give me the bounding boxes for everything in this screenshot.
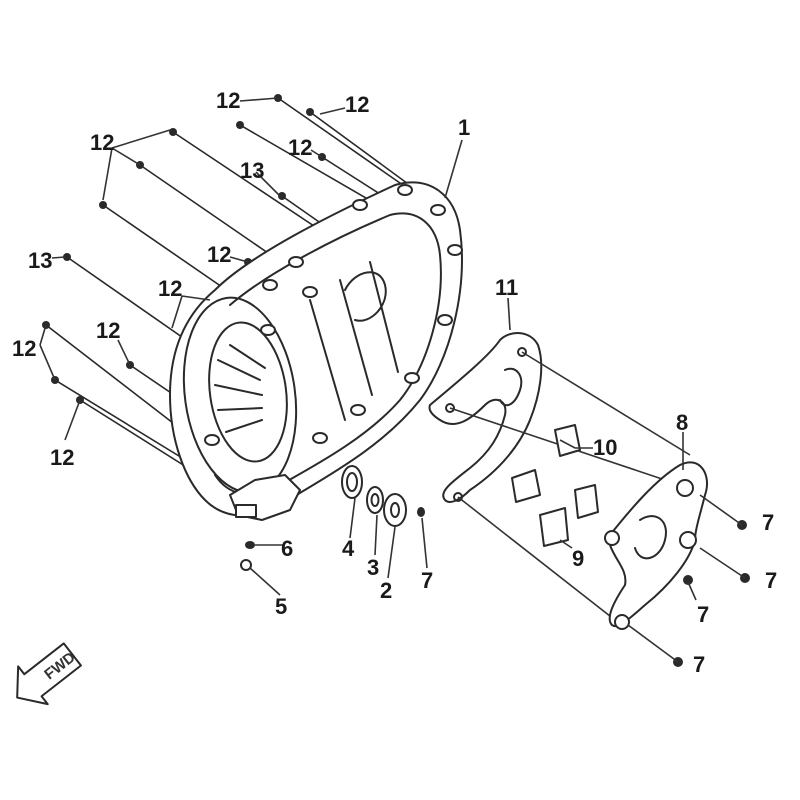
cover-ribs (309, 261, 399, 421)
label-bolt-13-a: 13 (240, 158, 264, 183)
label-bolt-7-e: 7 (693, 652, 705, 677)
label-drain-washer-6: 6 (281, 536, 293, 561)
bolt-12-e (169, 128, 336, 241)
label-bolt-7-c: 7 (765, 568, 777, 593)
cover-fan-vanes (214, 344, 266, 433)
label-bolt-12-e: 12 (207, 242, 231, 267)
label-bolt-13-b: 13 (28, 248, 52, 273)
bolt-12-c (236, 121, 391, 213)
cover-bosses (204, 184, 463, 446)
drain-bolt-5 (240, 559, 252, 571)
crankcase-cover (169, 181, 463, 521)
drain-washer-6 (245, 541, 255, 549)
label-bolt-12-b: 12 (345, 92, 369, 117)
label-washer-3: 3 (367, 555, 379, 580)
label-bracket-11: 11 (495, 275, 518, 300)
washer-2 (383, 493, 407, 527)
damper-10 (511, 424, 581, 503)
cover-drain-boss (235, 504, 257, 518)
label-cover: 1 (458, 115, 470, 140)
label-plate-8: 8 (676, 410, 688, 435)
damper-9 (539, 484, 599, 547)
label-oil-seal-4: 4 (342, 536, 355, 561)
label-washer-2: 2 (380, 578, 392, 603)
label-bolt-12-i: 12 (50, 445, 74, 470)
oil-seal (341, 465, 363, 499)
label-bolt-12-a: 12 (216, 88, 240, 113)
label-bolt-12-c: 12 (90, 130, 114, 155)
washer-3 (366, 486, 384, 514)
fwd-direction-arrow: FWD (16, 642, 82, 706)
plate-8 (604, 461, 708, 630)
leader-lines (39, 97, 746, 663)
label-bolt-7-b: 7 (762, 510, 774, 535)
long-bolts (42, 94, 431, 486)
label-bolt-12-g: 12 (96, 318, 120, 343)
small-bolt-7-near-washer (417, 507, 425, 517)
label-bolt-7-a: 7 (421, 568, 433, 593)
label-damper-10: 10 (593, 435, 617, 460)
label-bolt-7-d: 7 (697, 602, 709, 627)
label-bolt-12-f: 12 (158, 276, 182, 301)
label-bolt-12-d: 12 (288, 135, 312, 160)
callout-labels: 1 11 8 10 9 4 3 2 7 6 5 7 7 7 7 12 12 12… (12, 88, 777, 677)
label-damper-9: 9 (572, 546, 584, 571)
label-bolt-12-h: 12 (12, 336, 36, 361)
label-drain-bolt-5: 5 (275, 594, 287, 619)
